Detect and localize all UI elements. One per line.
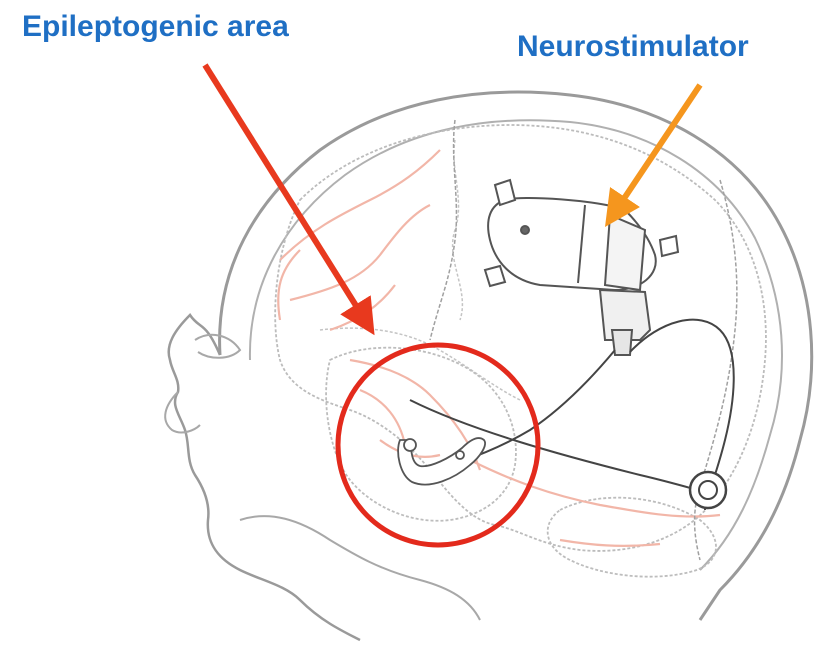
face-profile [169, 315, 360, 640]
skull-outline [220, 92, 812, 620]
epileptogenic-highlight-circle [338, 345, 538, 545]
central-sulcus [453, 140, 463, 320]
epileptogenic-arrow-icon [205, 65, 365, 320]
jaw [240, 516, 480, 620]
coronal-suture [430, 120, 456, 340]
epileptogenic-area-label: Epileptogenic area [22, 10, 289, 44]
neurostimulator-label: Neurostimulator [517, 30, 749, 64]
neurostimulator-device [485, 180, 678, 355]
sylvian-fissure [320, 328, 520, 400]
eye-socket [195, 335, 240, 358]
burr-hole-cap [690, 472, 726, 508]
temporal-lobe [326, 348, 516, 521]
neurostimulator-arrow-icon [615, 85, 700, 212]
strip-lead [398, 438, 485, 485]
